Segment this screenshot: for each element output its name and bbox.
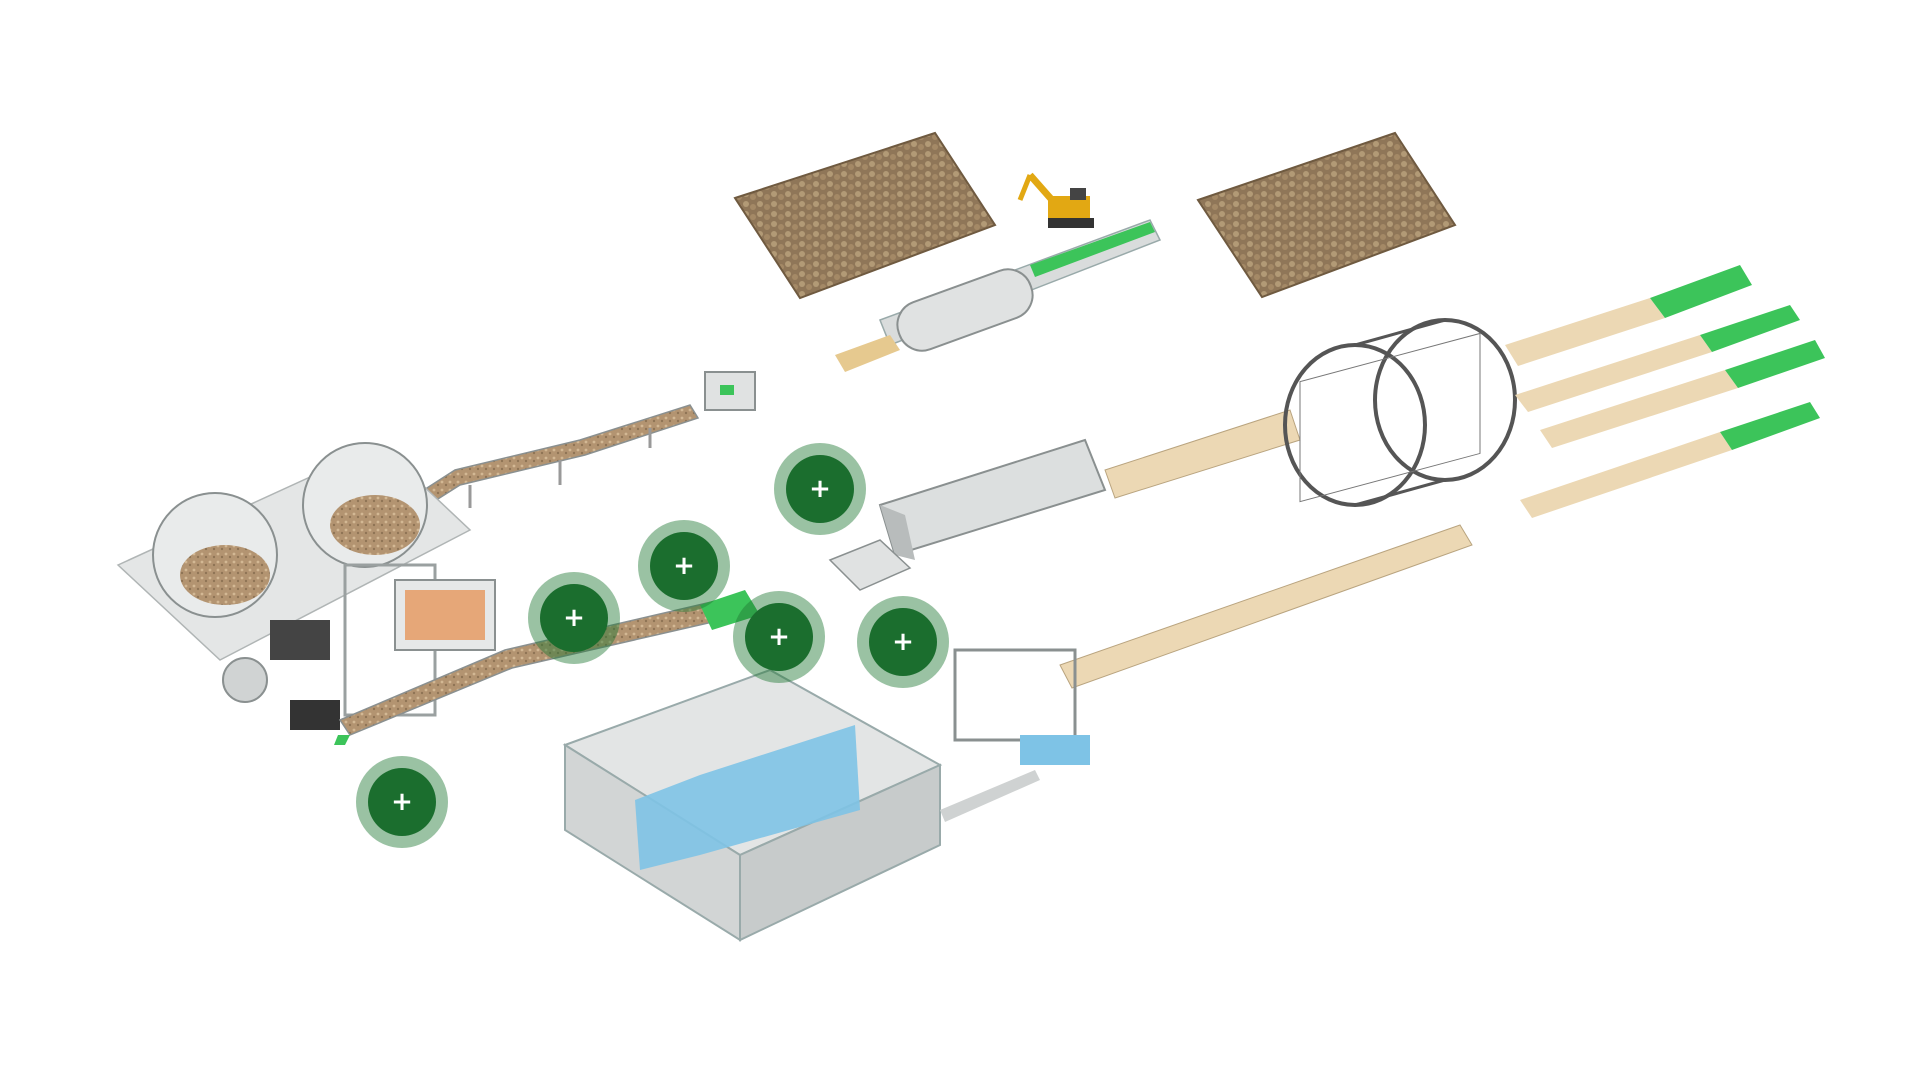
hotspot-5[interactable]: +	[774, 443, 866, 535]
warehouse	[562, 668, 1040, 942]
chip-silos	[116, 442, 472, 661]
plus-icon: +	[540, 584, 608, 652]
plus-icon: +	[786, 455, 854, 523]
plus-icon: +	[368, 768, 436, 836]
hotspot-2[interactable]: +	[528, 572, 620, 664]
log-yard-left	[733, 131, 997, 300]
plus-icon: +	[745, 603, 813, 671]
hotspot-3[interactable]: +	[638, 520, 730, 612]
forming-conveyor	[334, 590, 760, 745]
plus-icon: +	[869, 608, 937, 676]
hotspot-4[interactable]: +	[733, 591, 825, 683]
excavator-icon	[1017, 172, 1094, 228]
board-conveyor-lower	[1059, 524, 1473, 689]
finishing-lanes	[1505, 265, 1825, 518]
plus-icon: +	[650, 532, 718, 600]
continuous-press	[828, 438, 1107, 591]
cooling-wheel	[1283, 318, 1517, 507]
stacking-station	[953, 648, 1090, 765]
log-yard-right	[1196, 131, 1457, 299]
hotspot-1[interactable]: +	[356, 756, 448, 848]
debarking-line	[835, 219, 1162, 372]
hotspot-6[interactable]: +	[857, 596, 949, 688]
chipper-machine	[704, 371, 756, 411]
board-conveyor-upper	[1104, 409, 1301, 499]
